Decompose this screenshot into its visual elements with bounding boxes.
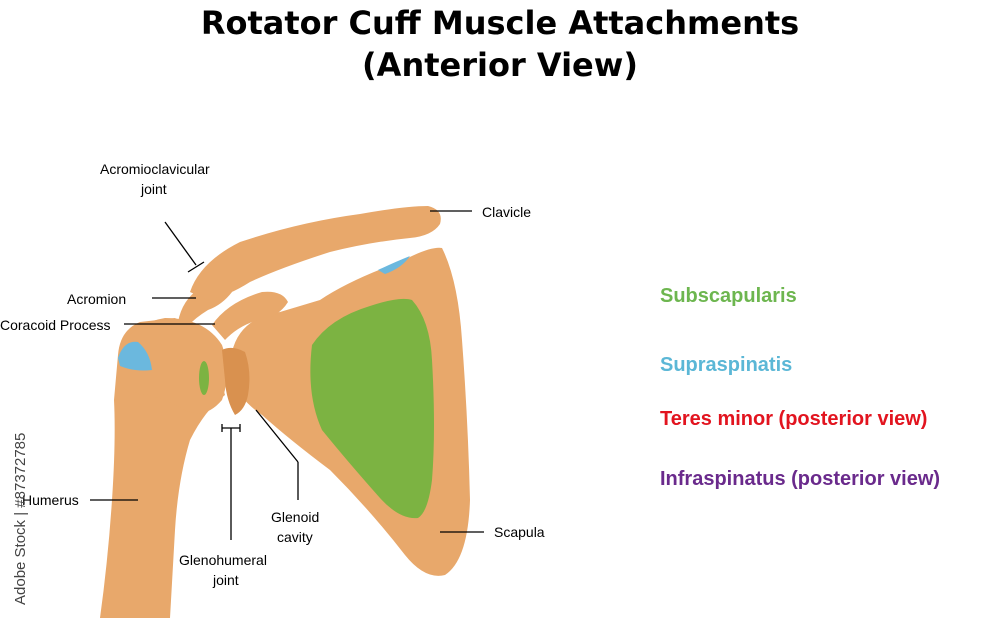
- humeral-head: [117, 318, 227, 414]
- diagram-title: Rotator Cuff Muscle Attachments (Anterio…: [0, 2, 1000, 86]
- label-glenoid-line2: cavity: [277, 529, 313, 545]
- legend-teres-minor: Teres minor (posterior view): [660, 408, 928, 430]
- supraspinatus-scapula-patch: [378, 256, 410, 274]
- supraspinatus-attachment: [118, 341, 152, 371]
- legend-infraspinatus: Infraspinatus (posterior view): [660, 468, 941, 490]
- stock-credit-text: Adobe Stock | #87372785: [12, 432, 29, 605]
- title-line-1: Rotator Cuff Muscle Attachments: [200, 4, 800, 42]
- title-line-2: (Anterior View): [362, 46, 638, 84]
- clavicle-bone: [190, 206, 441, 300]
- label-glenohumeral-line1: Glenohumeral: [179, 552, 267, 568]
- label-acromioclavicular-line2: joint: [141, 181, 167, 197]
- leader-lines: [90, 210, 484, 540]
- label-scapula: Scapula: [494, 524, 545, 540]
- label-coracoid-process: Coracoid Process: [0, 317, 111, 333]
- legend-supraspinatis: Supraspinatis: [660, 354, 793, 376]
- glenoid-leader-a: [255, 409, 299, 463]
- legend-subscapularis: Subscapularis: [660, 285, 797, 307]
- label-glenoid-line1: Glenoid: [271, 509, 320, 525]
- label-acromioclavicular-line1: Acromioclavicular: [100, 161, 210, 177]
- label-glenohumeral-line2: joint: [213, 572, 239, 588]
- label-clavicle: Clavicle: [482, 204, 532, 220]
- label-acromion: Acromion: [67, 291, 127, 307]
- acromioclavicular-bracket: [187, 261, 205, 273]
- subscapularis-fossa: [310, 298, 434, 519]
- glenoid-neck: [222, 347, 250, 415]
- subscapularis-humerus-attachment: [199, 361, 209, 395]
- acromioclavicular-leader: [164, 221, 197, 266]
- label-humerus: Humerus: [22, 492, 79, 508]
- coracoid-process: [212, 291, 288, 340]
